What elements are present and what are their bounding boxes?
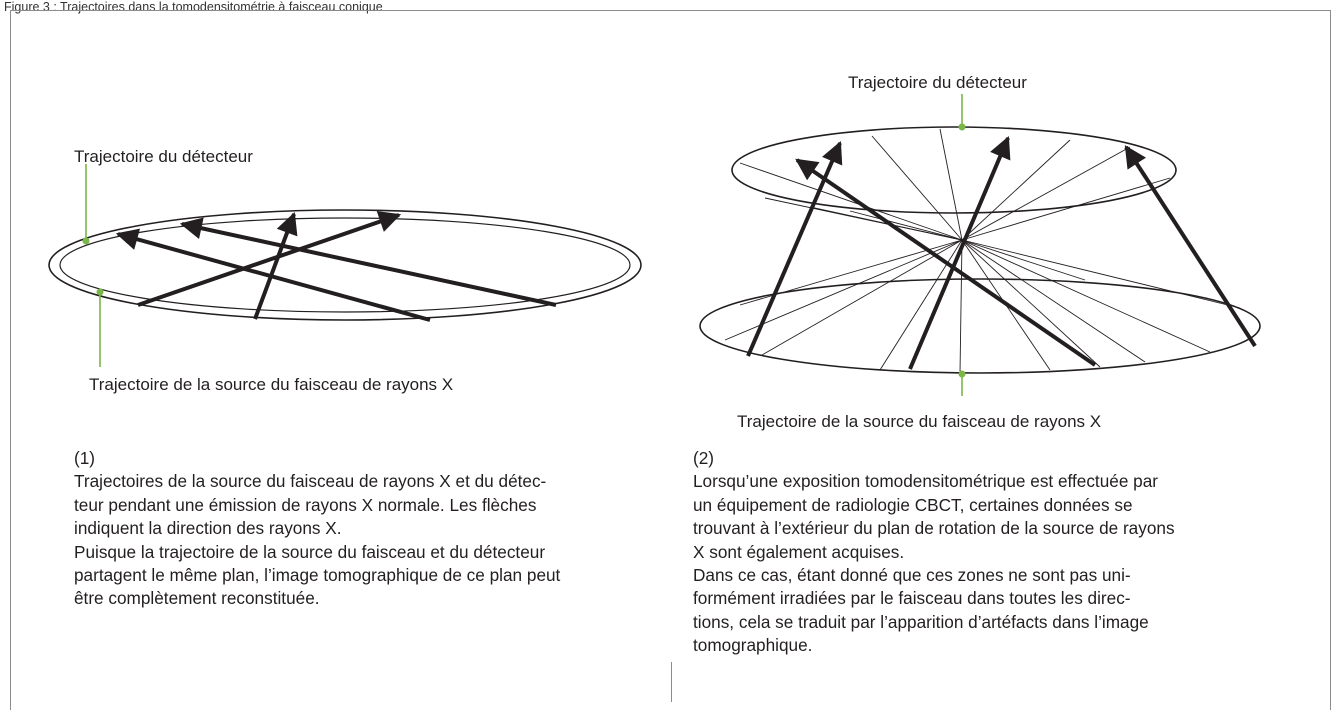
caption-line: indiquent la direction des rayons X. [74, 518, 342, 539]
caption-line: un équipement de radiologie CBCT, certai… [693, 494, 1133, 515]
panel1-leader-source [96, 288, 104, 367]
panel2-number: (2) [693, 448, 715, 468]
figure-frame [10, 10, 1331, 710]
panel2-diagram: Trajectoire du détecteur Trajectoire de … [699, 73, 1261, 431]
panel1-source-label: Trajectoire de la source du faisceau de … [89, 375, 453, 394]
panel-divider [671, 662, 672, 702]
caption-line: formément irradiées par le faisceau dans… [693, 588, 1131, 609]
panel1-rays [115, 211, 557, 322]
ray-1a [115, 228, 431, 322]
caption-line: Trajectoires de la source du faisceau de… [74, 471, 547, 492]
panel1-leader-detector [82, 164, 90, 245]
panel1-source-orbit [48, 209, 642, 321]
caption-line: Dans ce cas, étant donné que ces zones n… [693, 565, 1131, 586]
caption-line: Puisque la trajectoire de la source du f… [74, 541, 546, 562]
ray-1b [179, 217, 557, 307]
ray-2b [908, 135, 1011, 370]
caption-line: trouvant à l’extérieur du plan de rotati… [693, 518, 1175, 539]
panel2-thin-lines [724, 128, 1241, 374]
caption-line: tomographique. [693, 635, 813, 656]
ray-2a [746, 140, 843, 357]
ray-2c [795, 158, 1097, 367]
caption-line: partagent le même plan, l’image tomograp… [74, 565, 561, 586]
panel2-detector-orbit [731, 126, 1177, 214]
ray-2d [1124, 145, 1257, 348]
panel1-diagram: Trajectoire du détecteur Trajectoire de … [48, 147, 642, 394]
panel2-caption: (2) Lorsqu’une exposition tomodensitomét… [693, 447, 1323, 658]
panel2-source-label: Trajectoire de la source du faisceau de … [737, 412, 1101, 431]
caption-line: être complètement reconstituée. [74, 588, 320, 609]
ray-1d [137, 211, 402, 307]
panel1-detector-label: Trajectoire du détecteur [74, 147, 253, 166]
panel2-rays [746, 135, 1257, 370]
panel1-detector-orbit [59, 217, 631, 313]
panel1-number: (1) [74, 448, 96, 468]
caption-line: tions, cela se traduit par l’apparition … [693, 611, 1149, 632]
panel2-leader-source [958, 370, 966, 396]
caption-line: Lorsqu’une exposition tomodensitométriqu… [693, 471, 1158, 492]
caption-line: X sont également acquises. [693, 541, 905, 562]
caption-line: teur pendant une émission de rayons X no… [74, 494, 537, 515]
panel2-detector-label: Trajectoire du détecteur [848, 73, 1027, 92]
panel1-caption: (1) Trajectoires de la source du faiscea… [74, 447, 664, 611]
panel2-source-orbit [699, 278, 1261, 374]
panel2-leader-detector [958, 94, 966, 131]
ray-1c [253, 211, 298, 320]
